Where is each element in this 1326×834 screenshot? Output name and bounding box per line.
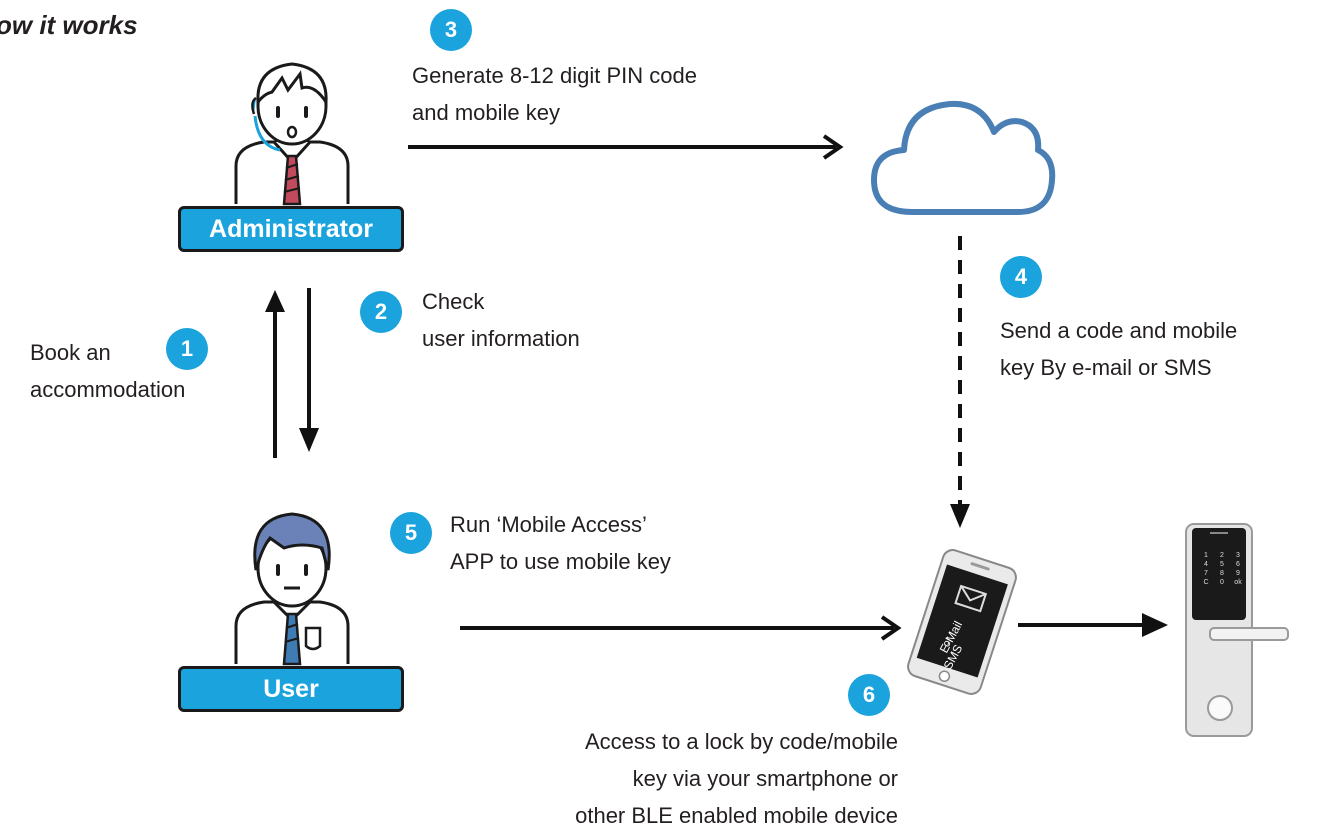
step-5-line-2: APP to use mobile key <box>450 549 671 574</box>
step-1-line-2: accommodation <box>30 377 186 402</box>
step-4-label: Send a code and mobile key By e-mail or … <box>1000 312 1237 386</box>
step-2-line-2: user information <box>422 326 580 351</box>
administrator-label-box: Administrator <box>178 206 404 252</box>
step-6-line-1: Access to a lock by code/mobile <box>584 729 898 754</box>
step-4-line-2: key By e-mail or SMS <box>1000 355 1212 380</box>
keypad-key: 6 <box>1236 561 1240 568</box>
administrator-person-icon <box>234 62 350 206</box>
step-2-line-1: Check <box>422 289 485 314</box>
arrow-to-lock <box>1018 613 1168 637</box>
step-6-badge: 6 <box>848 674 890 716</box>
step-2-label: Check user information <box>422 283 580 357</box>
arrow-down-icon <box>299 288 319 452</box>
keypad-key: 7 <box>1204 570 1208 577</box>
administrator-label: Administrator <box>209 214 373 243</box>
user-label-box: User <box>178 666 404 712</box>
step-5-badge: 5 <box>390 512 432 554</box>
keypad-key: 2 <box>1220 552 1224 559</box>
step-4-badge: 4 <box>1000 256 1042 298</box>
user-label: User <box>263 674 319 703</box>
arrow-to-cloud <box>408 134 844 160</box>
keypad-key: 0 <box>1220 579 1224 586</box>
arrow-to-phone <box>460 615 902 641</box>
keypad-key: 3 <box>1236 552 1240 559</box>
keypad-key: 4 <box>1204 561 1208 568</box>
step-3-badge: 3 <box>430 9 472 51</box>
step-4-line-1: Send a code and mobile <box>1000 318 1238 343</box>
door-lock-icon <box>1185 523 1289 737</box>
step-1-line-1: Book an <box>30 340 111 365</box>
smartphone-icon <box>907 549 1017 695</box>
dashed-arrow-to-phone <box>950 236 970 528</box>
keypad-key: 1 <box>1204 552 1208 559</box>
step-3-line-2: and mobile key <box>412 100 560 125</box>
section-heading: ow it works <box>0 10 138 40</box>
step-6-line-3: other BLE enabled mobile device <box>575 803 898 828</box>
step-6-label: Access to a lock by code/mobile key via … <box>480 723 898 834</box>
keypad-key: 5 <box>1220 561 1224 568</box>
keypad-key: 9 <box>1236 570 1240 577</box>
keypad-key: C <box>1203 579 1209 586</box>
lock-keypad: 1 2 3 4 5 6 7 8 9 C 0 ok <box>1198 552 1246 586</box>
step-3-label: Generate 8-12 digit PIN code and mobile … <box>412 57 697 131</box>
keypad-key: 8 <box>1220 570 1224 577</box>
step-2-badge: 2 <box>360 291 402 333</box>
cloud-icon <box>871 100 1056 215</box>
step-6-line-2: key via your smartphone or <box>632 766 898 791</box>
keypad-key: ok <box>1234 579 1242 586</box>
step-1-badge: 1 <box>166 328 208 370</box>
step-3-line-1: Generate 8-12 digit PIN code <box>412 63 697 88</box>
step-5-label: Run ‘Mobile Access’ APP to use mobile ke… <box>450 506 671 580</box>
user-person-icon <box>234 512 350 666</box>
arrow-up-icon <box>265 290 285 458</box>
step-1-label: Book an accommodation <box>30 334 185 408</box>
step-5-line-1: Run ‘Mobile Access’ <box>450 512 647 537</box>
